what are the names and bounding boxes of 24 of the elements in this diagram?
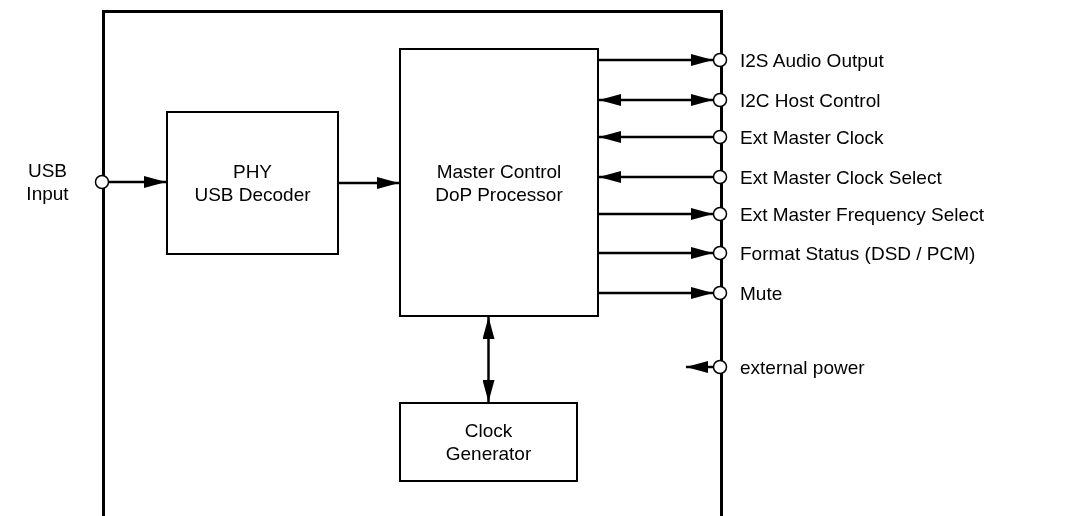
- pin-label: Ext Master Frequency Select: [713, 203, 1063, 225]
- arrow: [482, 317, 495, 402]
- arrow: [599, 208, 713, 220]
- pin-label: Ext Master Clock Select: [713, 166, 1063, 188]
- arrow: [109, 176, 166, 188]
- arrow: [599, 287, 713, 299]
- pin-label: Ext Master Clock: [713, 126, 1063, 148]
- pin-label: Mute: [713, 282, 1063, 304]
- arrow: [599, 94, 713, 106]
- arrow: [599, 54, 713, 66]
- process-box: PHY USB Decoder: [166, 111, 339, 255]
- pin-label: I2S Audio Output: [713, 49, 1063, 71]
- arrow: [339, 177, 399, 189]
- process-box: Clock Generator: [399, 402, 578, 482]
- pin-label: external power: [713, 356, 1063, 378]
- device-outline: [102, 10, 723, 516]
- pin-label: Format Status (DSD / PCM): [713, 242, 1063, 264]
- pin-label: I2C Host Control: [713, 89, 1063, 111]
- arrow: [686, 361, 713, 373]
- arrow: [599, 247, 713, 259]
- arrow: [599, 171, 713, 183]
- pin-label: USB Input: [6, 157, 109, 207]
- process-box: Master Control DoP Processor: [399, 48, 599, 317]
- arrow: [599, 131, 713, 143]
